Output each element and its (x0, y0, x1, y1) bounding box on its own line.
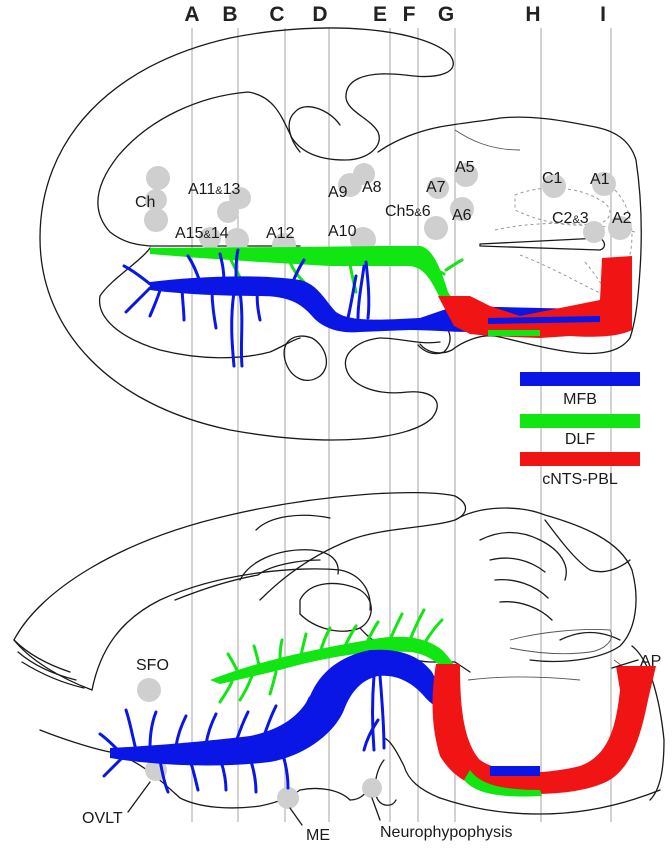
bottom-pathways (98, 608, 656, 797)
neurohypophysis-leader-line (371, 797, 381, 821)
legend-swatch-cnts-pbl (520, 452, 640, 466)
label-me: ME (306, 827, 330, 844)
label-ch: Ch (135, 194, 155, 211)
nucleus-ch (146, 166, 170, 190)
section-labels: A B C D E F G H I (184, 3, 606, 26)
section-label-e: E (373, 3, 387, 26)
mfb-tract-top (150, 276, 470, 333)
legend-swatch-dlf (520, 414, 640, 428)
label-a9: A9 (328, 184, 348, 201)
cnts-pbl-tract-top (438, 256, 632, 338)
nucleus-a15-14 (199, 227, 221, 249)
label-neurohypophysis: Neurophypophysis (380, 824, 513, 841)
label-a12: A12 (266, 225, 295, 242)
nucleus-a15-14-2 (225, 228, 249, 252)
label-sfo: SFO (136, 657, 169, 674)
nucleus-ch5-6 (424, 216, 448, 240)
nucleus-a6 (450, 197, 474, 221)
label-a7: A7 (426, 179, 446, 196)
legend: MFB DLF cNTS-PBL (520, 372, 640, 488)
nucleus-c1 (542, 174, 566, 198)
cnts-pbl-tract-bottom (432, 664, 656, 794)
label-ch5-6: Ch5&6 (385, 203, 431, 220)
nucleus-me (277, 787, 299, 809)
nucleus-ch-2 (145, 189, 167, 211)
section-label-d: D (312, 3, 327, 26)
mfb-branches-top (122, 248, 371, 368)
section-label-f: F (403, 3, 416, 26)
label-a2: A2 (612, 210, 632, 227)
section-label-c: C (269, 3, 284, 26)
mfb-over-red-bottom (490, 766, 540, 776)
nucleus-a5 (454, 163, 478, 187)
horizontal-brain-outline (39, 27, 642, 441)
legend-label-mfb: MFB (563, 391, 597, 408)
nucleus-a1 (592, 172, 616, 196)
nucleus-a2 (608, 216, 632, 240)
label-a5: A5 (455, 159, 475, 176)
nucleus-c2-3 (583, 221, 605, 243)
section-label-g: G (438, 3, 454, 26)
section-label-i: I (600, 3, 606, 26)
ap-leader-line (611, 659, 639, 669)
bottom-nuclei (137, 678, 382, 809)
section-label-b: B (222, 3, 237, 26)
ovlt-leader-line (127, 781, 151, 813)
dlf-tract-bottom (210, 636, 460, 684)
dlf-tract-top (150, 246, 452, 298)
sagittal-brain-outline (13, 491, 665, 815)
label-a10: A10 (328, 223, 357, 240)
nucleus-a8 (353, 163, 375, 185)
dlf-over-red-top (488, 330, 540, 336)
label-ovlt: OVLT (82, 810, 123, 827)
me-leader-line (289, 807, 303, 826)
top-pathways (122, 246, 632, 368)
bottom-labels: SFO OVLT ME Neurophypophysis AP (82, 653, 661, 844)
label-a6: A6 (452, 207, 472, 224)
section-label-h: H (525, 3, 540, 26)
nucleus-sfo (137, 678, 161, 702)
nucleus-a11-13-2 (217, 201, 239, 223)
legend-label-cnts-pbl: cNTS-PBL (542, 471, 618, 488)
label-a11-13: A11&13 (188, 181, 241, 198)
mfb-tract-bottom (110, 649, 460, 766)
nucleus-neurohypophysis (362, 778, 382, 798)
section-label-a: A (184, 3, 199, 26)
legend-label-dlf: DLF (565, 431, 595, 448)
legend-swatch-mfb (520, 372, 640, 386)
label-ap: AP (640, 653, 661, 670)
label-a8: A8 (362, 179, 382, 196)
dlf-branches-bottom (218, 608, 444, 704)
mfb-branches-bottom (98, 674, 386, 794)
top-labels: Ch A11&13 A15&14 A12 A9 A8 A10 A7 A5 Ch5… (135, 159, 632, 242)
dlf-over-red-bottom (464, 770, 542, 797)
nucleus-ch-3 (144, 208, 168, 232)
label-a1: A1 (590, 171, 610, 188)
label-a15-14: A15&14 (175, 225, 229, 242)
mfb-over-red-top (488, 316, 600, 324)
nucleus-a7 (427, 177, 449, 199)
label-c1: C1 (542, 170, 563, 187)
label-c2-3: C2&3 (552, 210, 589, 227)
